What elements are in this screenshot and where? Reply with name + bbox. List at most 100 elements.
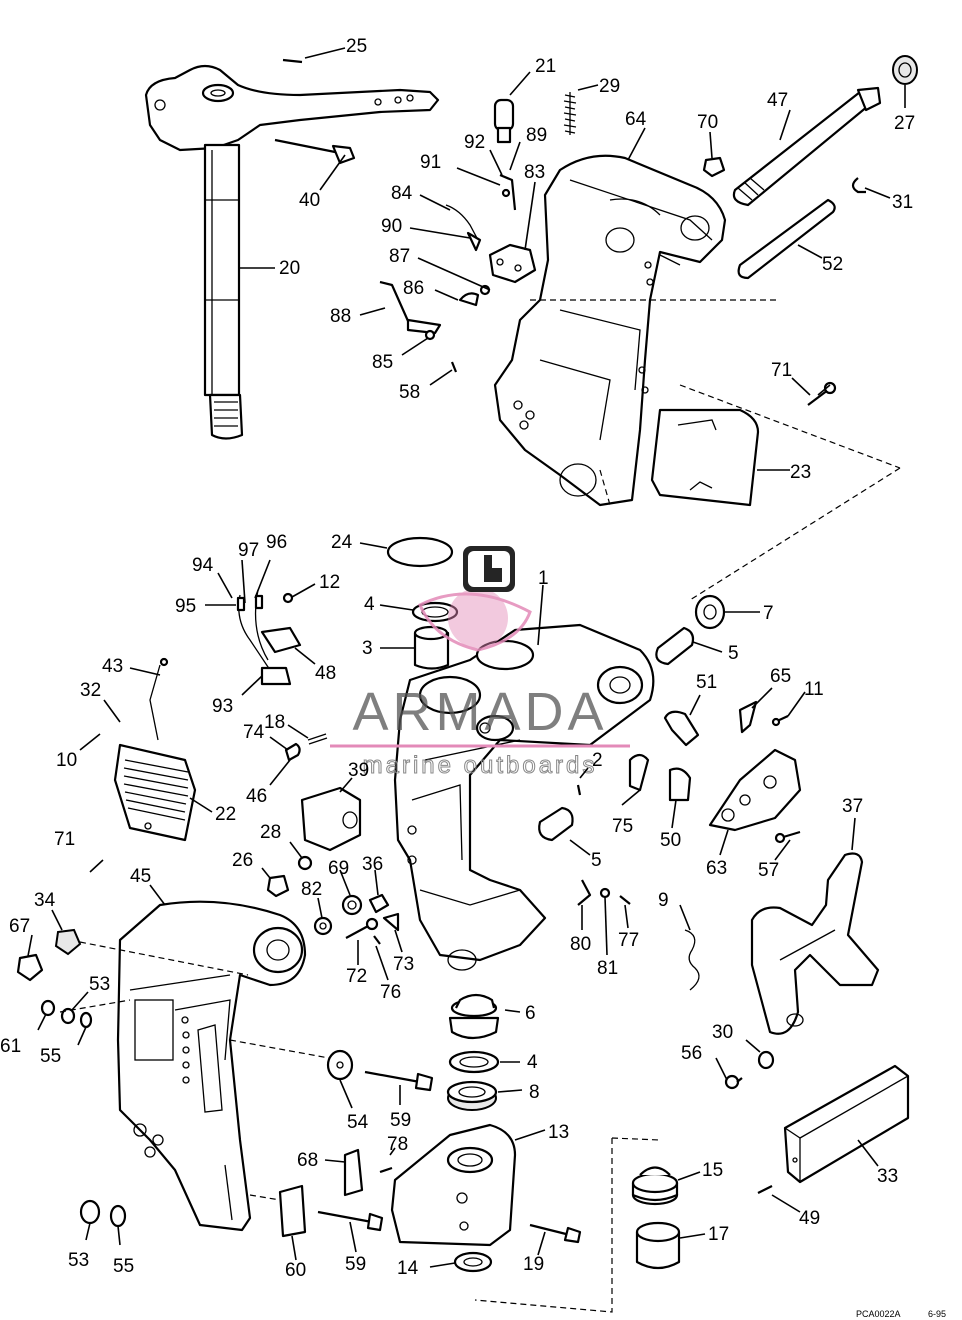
screw-11 [771,715,789,727]
callout-5b: 5 [591,850,602,871]
callout-54: 54 [347,1112,369,1133]
callout-34: 34 [34,890,56,911]
callout-46: 46 [246,786,267,807]
callout-59a: 59 [390,1110,411,1131]
steering-shaft-20 [144,64,440,440]
callout-70: 70 [697,112,718,133]
callout-72: 72 [346,966,367,987]
callout-75: 75 [612,816,633,837]
callout-95: 95 [175,596,196,617]
callout-9: 9 [658,890,669,911]
nut-14 [453,1251,493,1273]
screw-56 [724,1074,743,1090]
pin-25 [282,58,303,64]
spring-18 [307,733,328,745]
screw-71a [807,381,837,406]
callout-89: 89 [526,125,547,146]
bolt-40 [274,138,356,165]
nut-30 [757,1050,775,1070]
callout-27: 27 [894,113,915,134]
bushing-6 [448,993,500,1040]
callout-labels: 25 40 20 21 29 64 70 47 27 31 52 92 89 9… [0,36,915,1281]
callout-14: 14 [397,1258,419,1279]
nut-27 [892,55,918,85]
washer-7 [694,594,726,630]
footer-date: 6-95 [928,1309,946,1319]
spring-29 [563,92,577,135]
block-39 [300,786,362,852]
callout-4b: 4 [527,1052,538,1073]
callout-60: 60 [285,1260,306,1281]
callout-84: 84 [391,183,413,204]
callout-39: 39 [348,760,369,781]
plate-68 [343,1148,364,1197]
callout-8: 8 [529,1082,540,1103]
callout-21: 21 [535,56,556,77]
spring-9 [684,929,700,991]
hardware-26-28-69-82-72-36-73-76 [266,855,400,945]
callout-3: 3 [362,638,373,659]
plunger-21 [493,98,515,144]
callout-13: 13 [548,1122,569,1143]
watermark-brand: ARMADA [352,682,607,742]
callout-53a: 53 [89,974,110,995]
washer-4a [411,601,459,623]
cap-15 [631,1166,679,1206]
callout-10: 10 [56,750,77,771]
bracket-48 [260,626,302,654]
callout-11: 11 [804,679,824,700]
tilt-lever-37 [750,852,880,1035]
callout-71b: 71 [54,829,75,850]
callout-19: 19 [523,1254,544,1275]
callout-58: 58 [399,382,420,403]
callout-6b: 6 [525,1003,536,1024]
bracket-63 [708,748,802,832]
callout-92: 92 [464,132,485,153]
callout-22: 22 [215,804,236,825]
bearing-8 [446,1080,498,1111]
callout-87: 87 [389,246,410,267]
plate-60 [278,1184,307,1238]
wire-43 [149,657,169,741]
callout-83: 83 [524,162,545,183]
screw-57 [774,830,801,844]
callout-74: 74 [243,722,265,743]
callout-28: 28 [260,822,281,843]
callout-25: 25 [346,36,367,57]
callout-69: 69 [328,858,349,879]
watermark-tagline: marine outboards [363,752,598,779]
callout-12: 12 [319,572,340,593]
callout-15: 15 [702,1160,723,1181]
callout-53b: 53 [68,1250,89,1271]
bushing-5a [655,626,695,666]
callout-73: 73 [393,954,414,975]
callout-55a: 55 [40,1046,61,1067]
callout-48: 48 [315,663,336,684]
callout-65: 65 [770,666,791,687]
bolt-59a [364,1070,434,1092]
callout-37: 37 [842,796,863,817]
callout-77: 77 [618,930,639,951]
link-65 [738,700,758,734]
callout-1: 1 [538,568,549,589]
pin-2 [576,784,582,796]
callout-23: 23 [790,462,811,483]
callout-78: 78 [387,1134,408,1155]
callout-93: 93 [212,696,233,717]
washer-4b [448,1050,500,1074]
tube-52 [737,198,836,280]
tilt-tube-47 [732,86,882,207]
bar-33 [783,1064,910,1184]
callout-29: 29 [599,76,620,97]
leader-lines [27,47,906,1268]
callout-5a: 5 [728,643,739,664]
cylinder-17 [635,1221,681,1270]
callout-30: 30 [712,1022,733,1043]
fasteners-80-81-77 [577,879,631,906]
callout-56: 56 [681,1043,702,1064]
callout-43: 43 [102,656,123,677]
callout-88: 88 [330,306,351,327]
callout-82: 82 [301,879,322,900]
callout-76: 76 [380,982,401,1003]
